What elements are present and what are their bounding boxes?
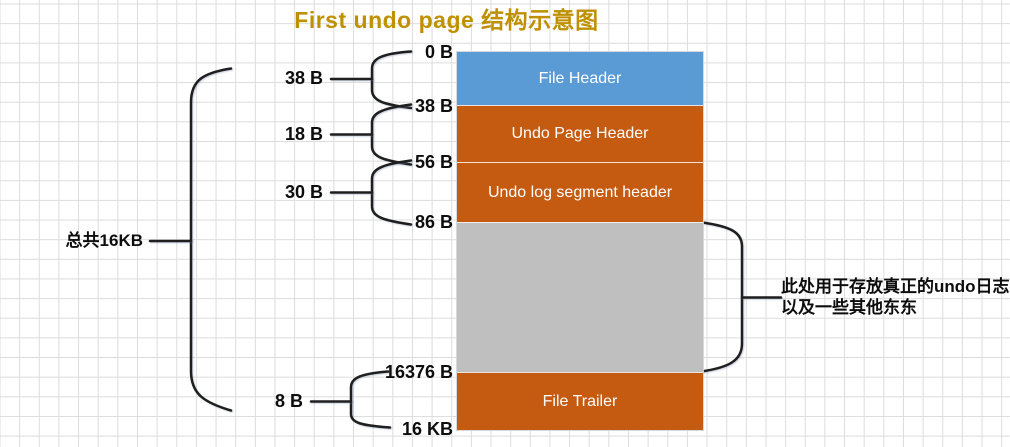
boundary-label-38b: 38 B — [414, 96, 453, 116]
undo-page-header-brace — [370, 103, 413, 166]
block-file-trailer-label: File Trailer — [542, 392, 618, 410]
block-file-trailer: File Trailer — [457, 372, 703, 430]
block-undo-page-header: Undo Page Header — [457, 105, 703, 162]
size-label-undo-page-header: 18 B — [284, 124, 323, 144]
block-file-header: File Header — [457, 52, 703, 105]
block-undo-log-area — [457, 222, 703, 372]
block-file-header-label: File Header — [538, 69, 622, 87]
undo-area-annotation: 此处用于存放真正的undo日志 以及一些其他东东 — [781, 276, 1010, 318]
size-label-file-trailer: 8 B — [274, 391, 303, 411]
undo-area-annotation-line2: 以及一些其他东东 — [781, 298, 917, 317]
undo-log-segment-brace — [370, 159, 413, 226]
boundary-label-16kb: 16 KB — [401, 419, 453, 439]
total-size-brace — [189, 67, 233, 412]
undo-area-annotation-line1: 此处用于存放真正的undo日志 — [781, 277, 1010, 296]
boundary-label-86b: 86 B — [414, 212, 453, 232]
block-undo-log-segment-header: Undo log segment header — [457, 162, 703, 222]
file-header-brace — [370, 50, 413, 110]
total-size-label: 总共16KB — [65, 231, 143, 250]
boundary-label-16376b: 16376 B — [384, 362, 453, 382]
block-undo-log-segment-header-label: Undo log segment header — [487, 183, 673, 201]
block-undo-page-header-label: Undo Page Header — [511, 125, 649, 142]
page-structure-stack: File Header Undo Page Header Undo log se… — [456, 51, 704, 431]
boundary-label-0b: 0 B — [424, 42, 453, 62]
size-label-undo-log-segment: 30 B — [284, 182, 323, 202]
size-label-file-header: 38 B — [284, 68, 323, 88]
diagram-title: First undo page 结构示意图 — [294, 7, 599, 33]
boundary-label-56b: 56 B — [414, 152, 453, 172]
undo-area-brace — [699, 221, 744, 373]
